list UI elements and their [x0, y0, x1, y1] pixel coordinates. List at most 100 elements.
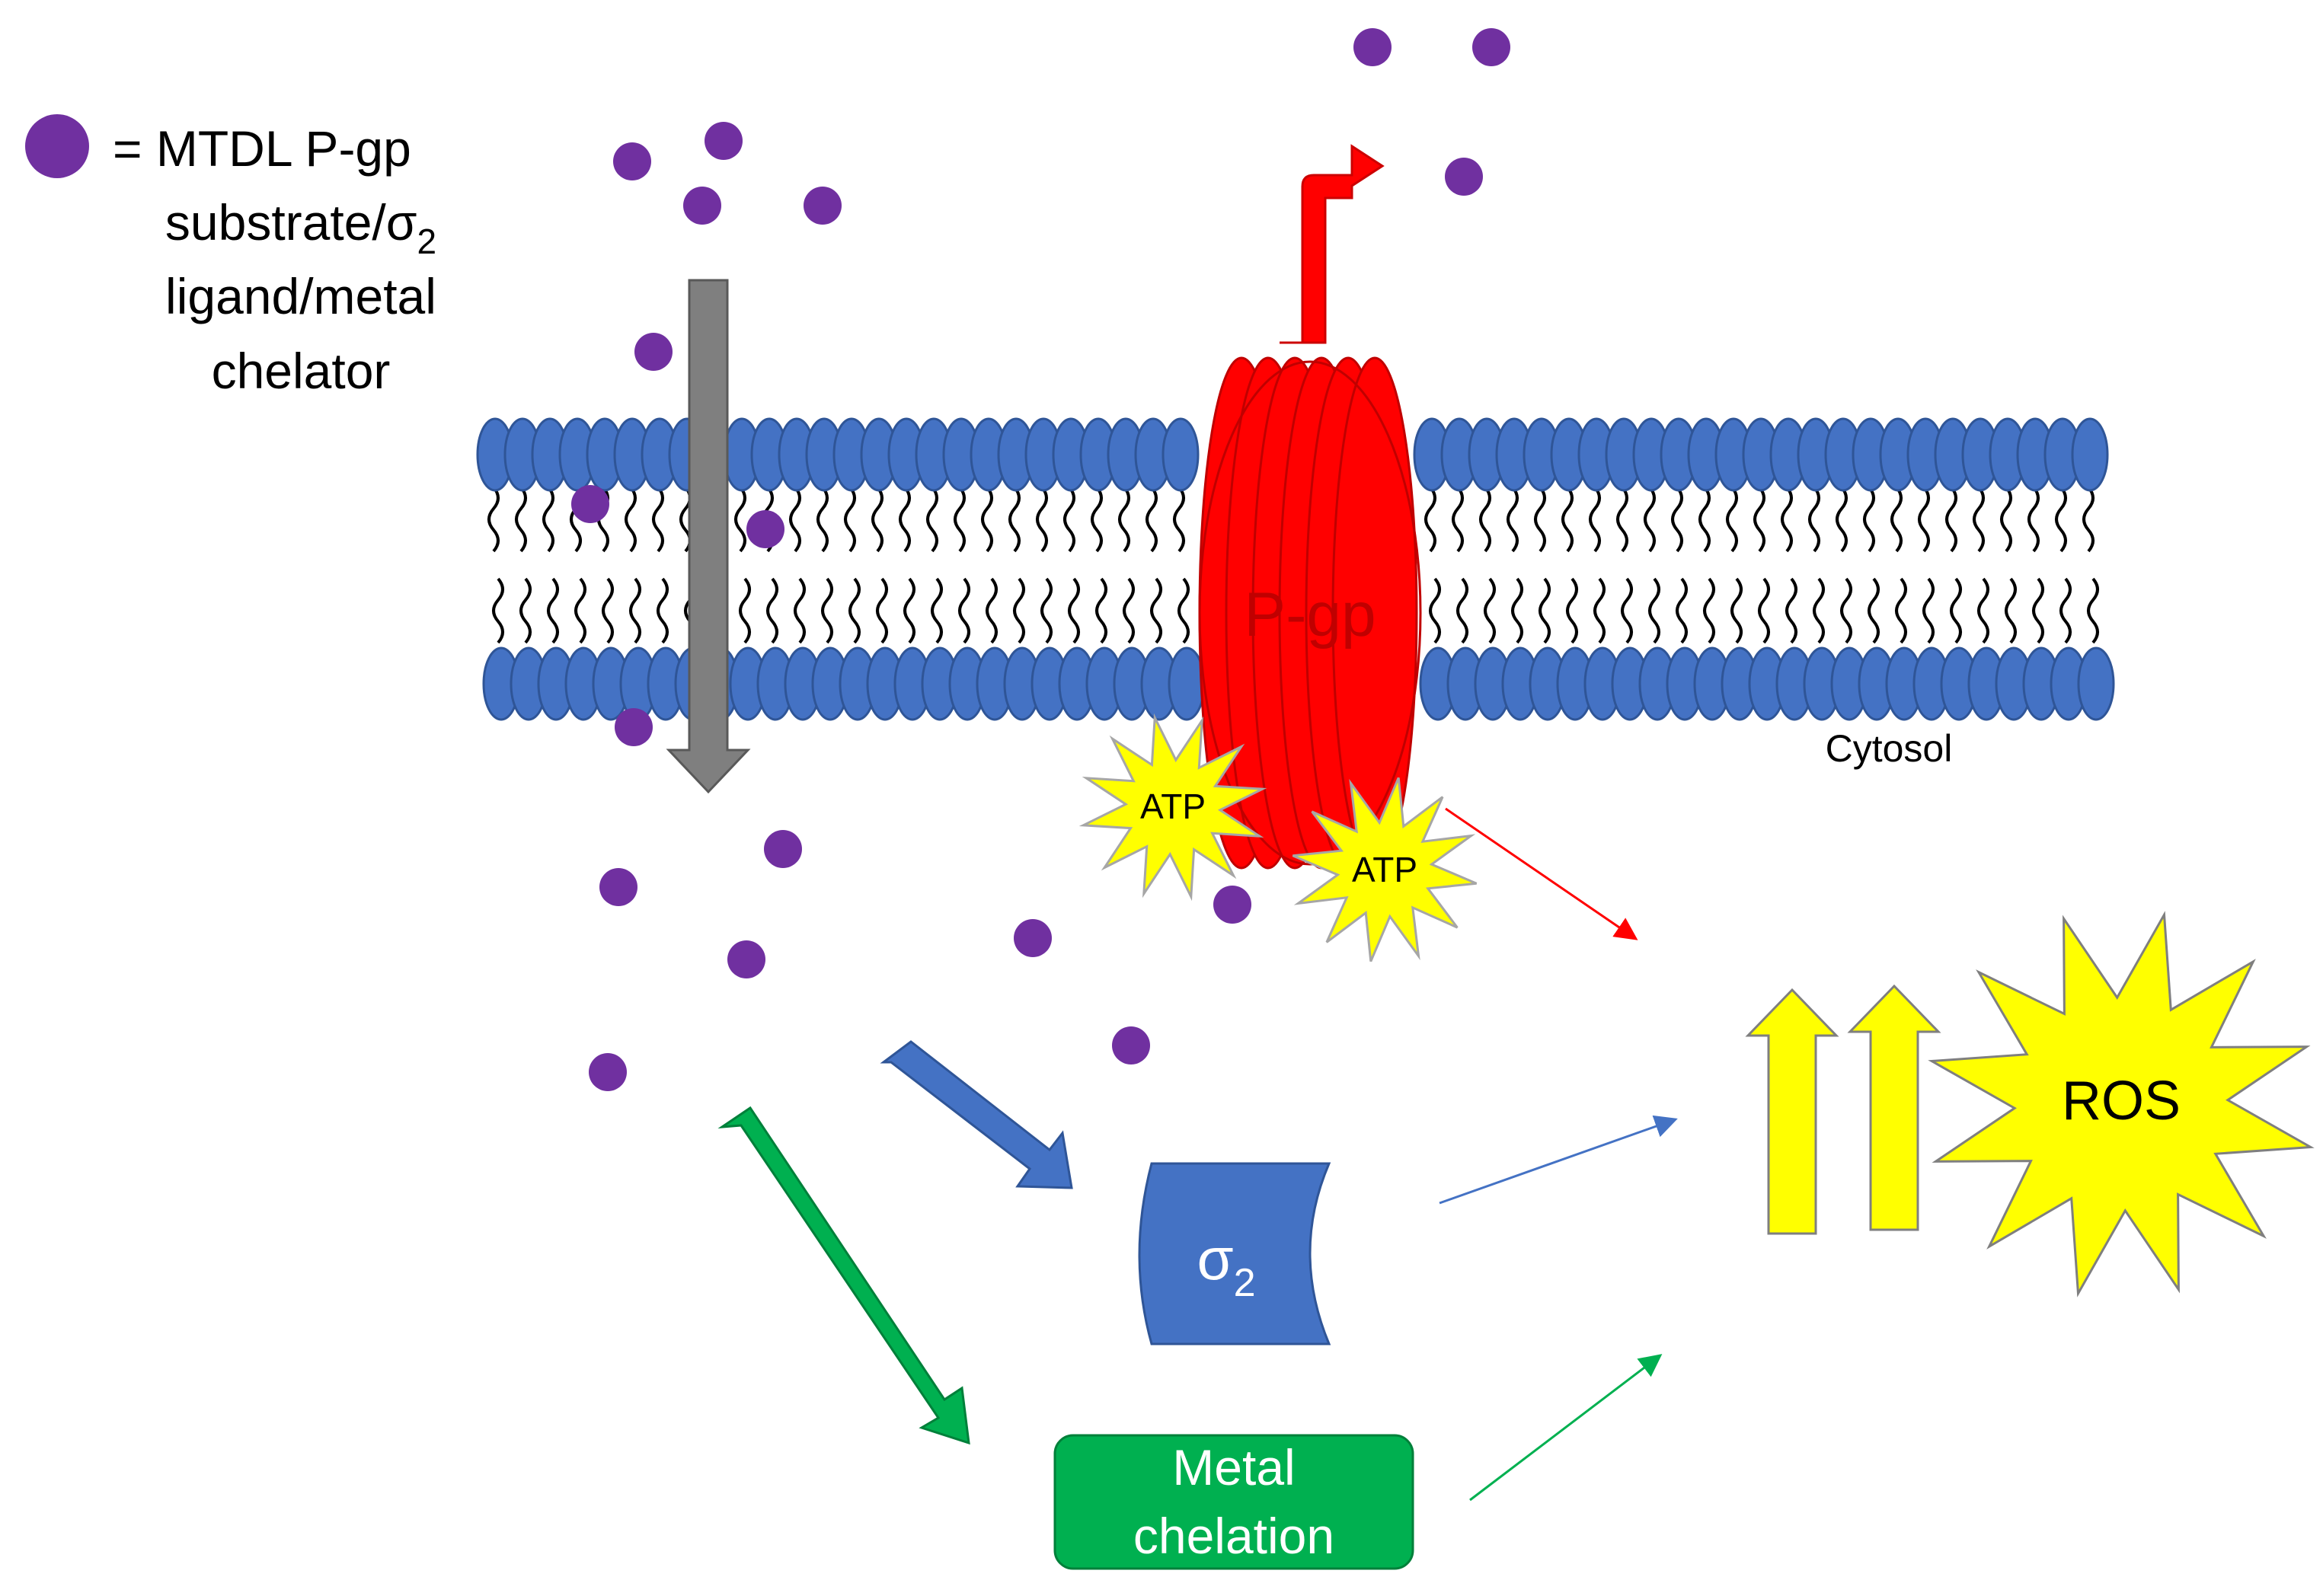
- legend-line-3: ligand/metal: [165, 268, 436, 324]
- lipid-tail: [1539, 577, 1551, 644]
- legend-line-4: chelator: [212, 343, 391, 399]
- lipid-tail: [981, 486, 993, 553]
- mtdl-molecule: [634, 333, 673, 371]
- lipid-tail: [602, 577, 614, 644]
- lipid-tail: [2027, 486, 2040, 553]
- mtdl-molecule: [571, 485, 609, 523]
- lipid-tail: [2032, 577, 2044, 644]
- lipid-tail: [515, 486, 527, 553]
- lipid-tail: [1922, 577, 1935, 644]
- lipid-tail: [625, 486, 637, 553]
- lipid-tail: [1730, 577, 1743, 644]
- lipid-tail: [1429, 577, 1441, 644]
- lipid-tails-lower: [492, 577, 2099, 644]
- lipid-tail: [899, 486, 911, 553]
- metal-chelation-box: [1053, 1434, 1414, 1570]
- lipid-tail: [1566, 577, 1578, 644]
- lipid-tail: [2005, 577, 2017, 644]
- mtdl-molecule: [1445, 158, 1483, 196]
- mtdl-molecule: [599, 868, 637, 906]
- lipid-tail: [1703, 577, 1715, 644]
- lipid-tail: [1616, 486, 1628, 553]
- pgp-to-ros-arrow: [1445, 807, 1638, 940]
- lipid-tail: [1840, 577, 1852, 644]
- ros-increase-arrow-2: [1847, 984, 1941, 1231]
- lipid-tail: [1593, 577, 1606, 644]
- lipid-tail: [1950, 577, 1962, 644]
- lipid-head: [2077, 646, 2115, 721]
- lipid-tail: [1945, 486, 1957, 553]
- lipid-tail: [931, 577, 943, 644]
- lipid-tail: [547, 577, 559, 644]
- lipid-tail: [1177, 577, 1190, 644]
- lipid-tail: [926, 486, 938, 553]
- lipid-tail: [1785, 577, 1797, 644]
- lipid-tail: [1040, 577, 1053, 644]
- mtdl-molecule: [1353, 28, 1392, 66]
- lipid-tail: [2087, 577, 2099, 644]
- p-gp-transporter: [1198, 356, 1422, 870]
- lipid-tails-upper: [487, 486, 2095, 553]
- sigma2-receptor-label: σ2: [1197, 1225, 1255, 1305]
- mtdl-molecule: [683, 187, 721, 225]
- pgp-efflux-arrow: [1280, 144, 1385, 344]
- legend-line-2: substrate/σ2: [165, 194, 436, 261]
- lipid-tail: [1676, 577, 1688, 644]
- chelation-to-ros-arrow: [1469, 1354, 1663, 1502]
- lipid-tail: [844, 486, 856, 553]
- lipid-tail: [1511, 577, 1523, 644]
- lipid-tail: [1753, 486, 1765, 553]
- lipid-tail: [1698, 486, 1711, 553]
- lipid-tail: [1863, 486, 1875, 553]
- lipid-tail: [734, 486, 746, 553]
- lipid-tail: [1621, 577, 1633, 644]
- lipid-tail: [1063, 486, 1075, 553]
- lipid-tail: [1836, 486, 1848, 553]
- sigma2-to-ros-arrow: [1439, 1115, 1678, 1205]
- lipid-tail: [1808, 486, 1820, 553]
- atp-label-2: ATP: [1352, 850, 1417, 889]
- lipid-tail: [954, 486, 966, 553]
- lipid-tail: [1150, 577, 1162, 644]
- lipid-tail: [1146, 486, 1158, 553]
- lipid-bilayer-membrane: [476, 417, 2115, 721]
- lipid-tail: [1456, 577, 1468, 644]
- lipid-tail: [958, 577, 970, 644]
- p-gp-label: P-gp: [1244, 580, 1376, 650]
- lipid-tail: [848, 577, 861, 644]
- ros-starburst: [1928, 911, 2315, 1298]
- ros-increase-arrow-1: [1745, 988, 1839, 1235]
- atp-starburst-2: [1292, 777, 1478, 962]
- lipid-tail: [629, 577, 641, 644]
- mtdl-molecule: [1014, 919, 1052, 957]
- mtdl-molecule: [1472, 28, 1510, 66]
- cytosol-label: Cytosol: [1826, 727, 1953, 770]
- lipid-tail: [789, 486, 801, 553]
- lipid-tail: [2000, 486, 2012, 553]
- membrane-uptake-arrow: [666, 279, 751, 794]
- lipid-tail: [1561, 486, 1574, 553]
- lipid-tail: [487, 486, 500, 553]
- lipid-tail: [1534, 486, 1546, 553]
- lipid-head: [1168, 646, 1206, 721]
- sigma2-binding-arrow: [880, 1040, 1073, 1189]
- lipid-tail: [652, 486, 664, 553]
- lipid-heads-upper-leaflet: [476, 417, 2109, 492]
- lipid-tail: [1648, 577, 1660, 644]
- lipid-tail: [1173, 486, 1185, 553]
- lipid-tail: [1484, 577, 1496, 644]
- mtdl-molecule: [589, 1053, 627, 1091]
- lipid-tail: [871, 486, 884, 553]
- lipid-tail: [1091, 486, 1103, 553]
- lipid-tail: [1758, 577, 1770, 644]
- metal-chelation-label-line2: chelation: [1133, 1508, 1334, 1564]
- lipid-tail: [903, 577, 915, 644]
- mtdl-molecule: [764, 830, 802, 868]
- legend-molecule-marker: [25, 114, 89, 178]
- metal-chelation-label-line1: Metal: [1172, 1439, 1295, 1495]
- mtdl-molecule: [705, 122, 743, 160]
- lipid-tail: [1118, 486, 1130, 553]
- lipid-tail: [1973, 486, 1985, 553]
- lipid-tail: [1507, 486, 1519, 553]
